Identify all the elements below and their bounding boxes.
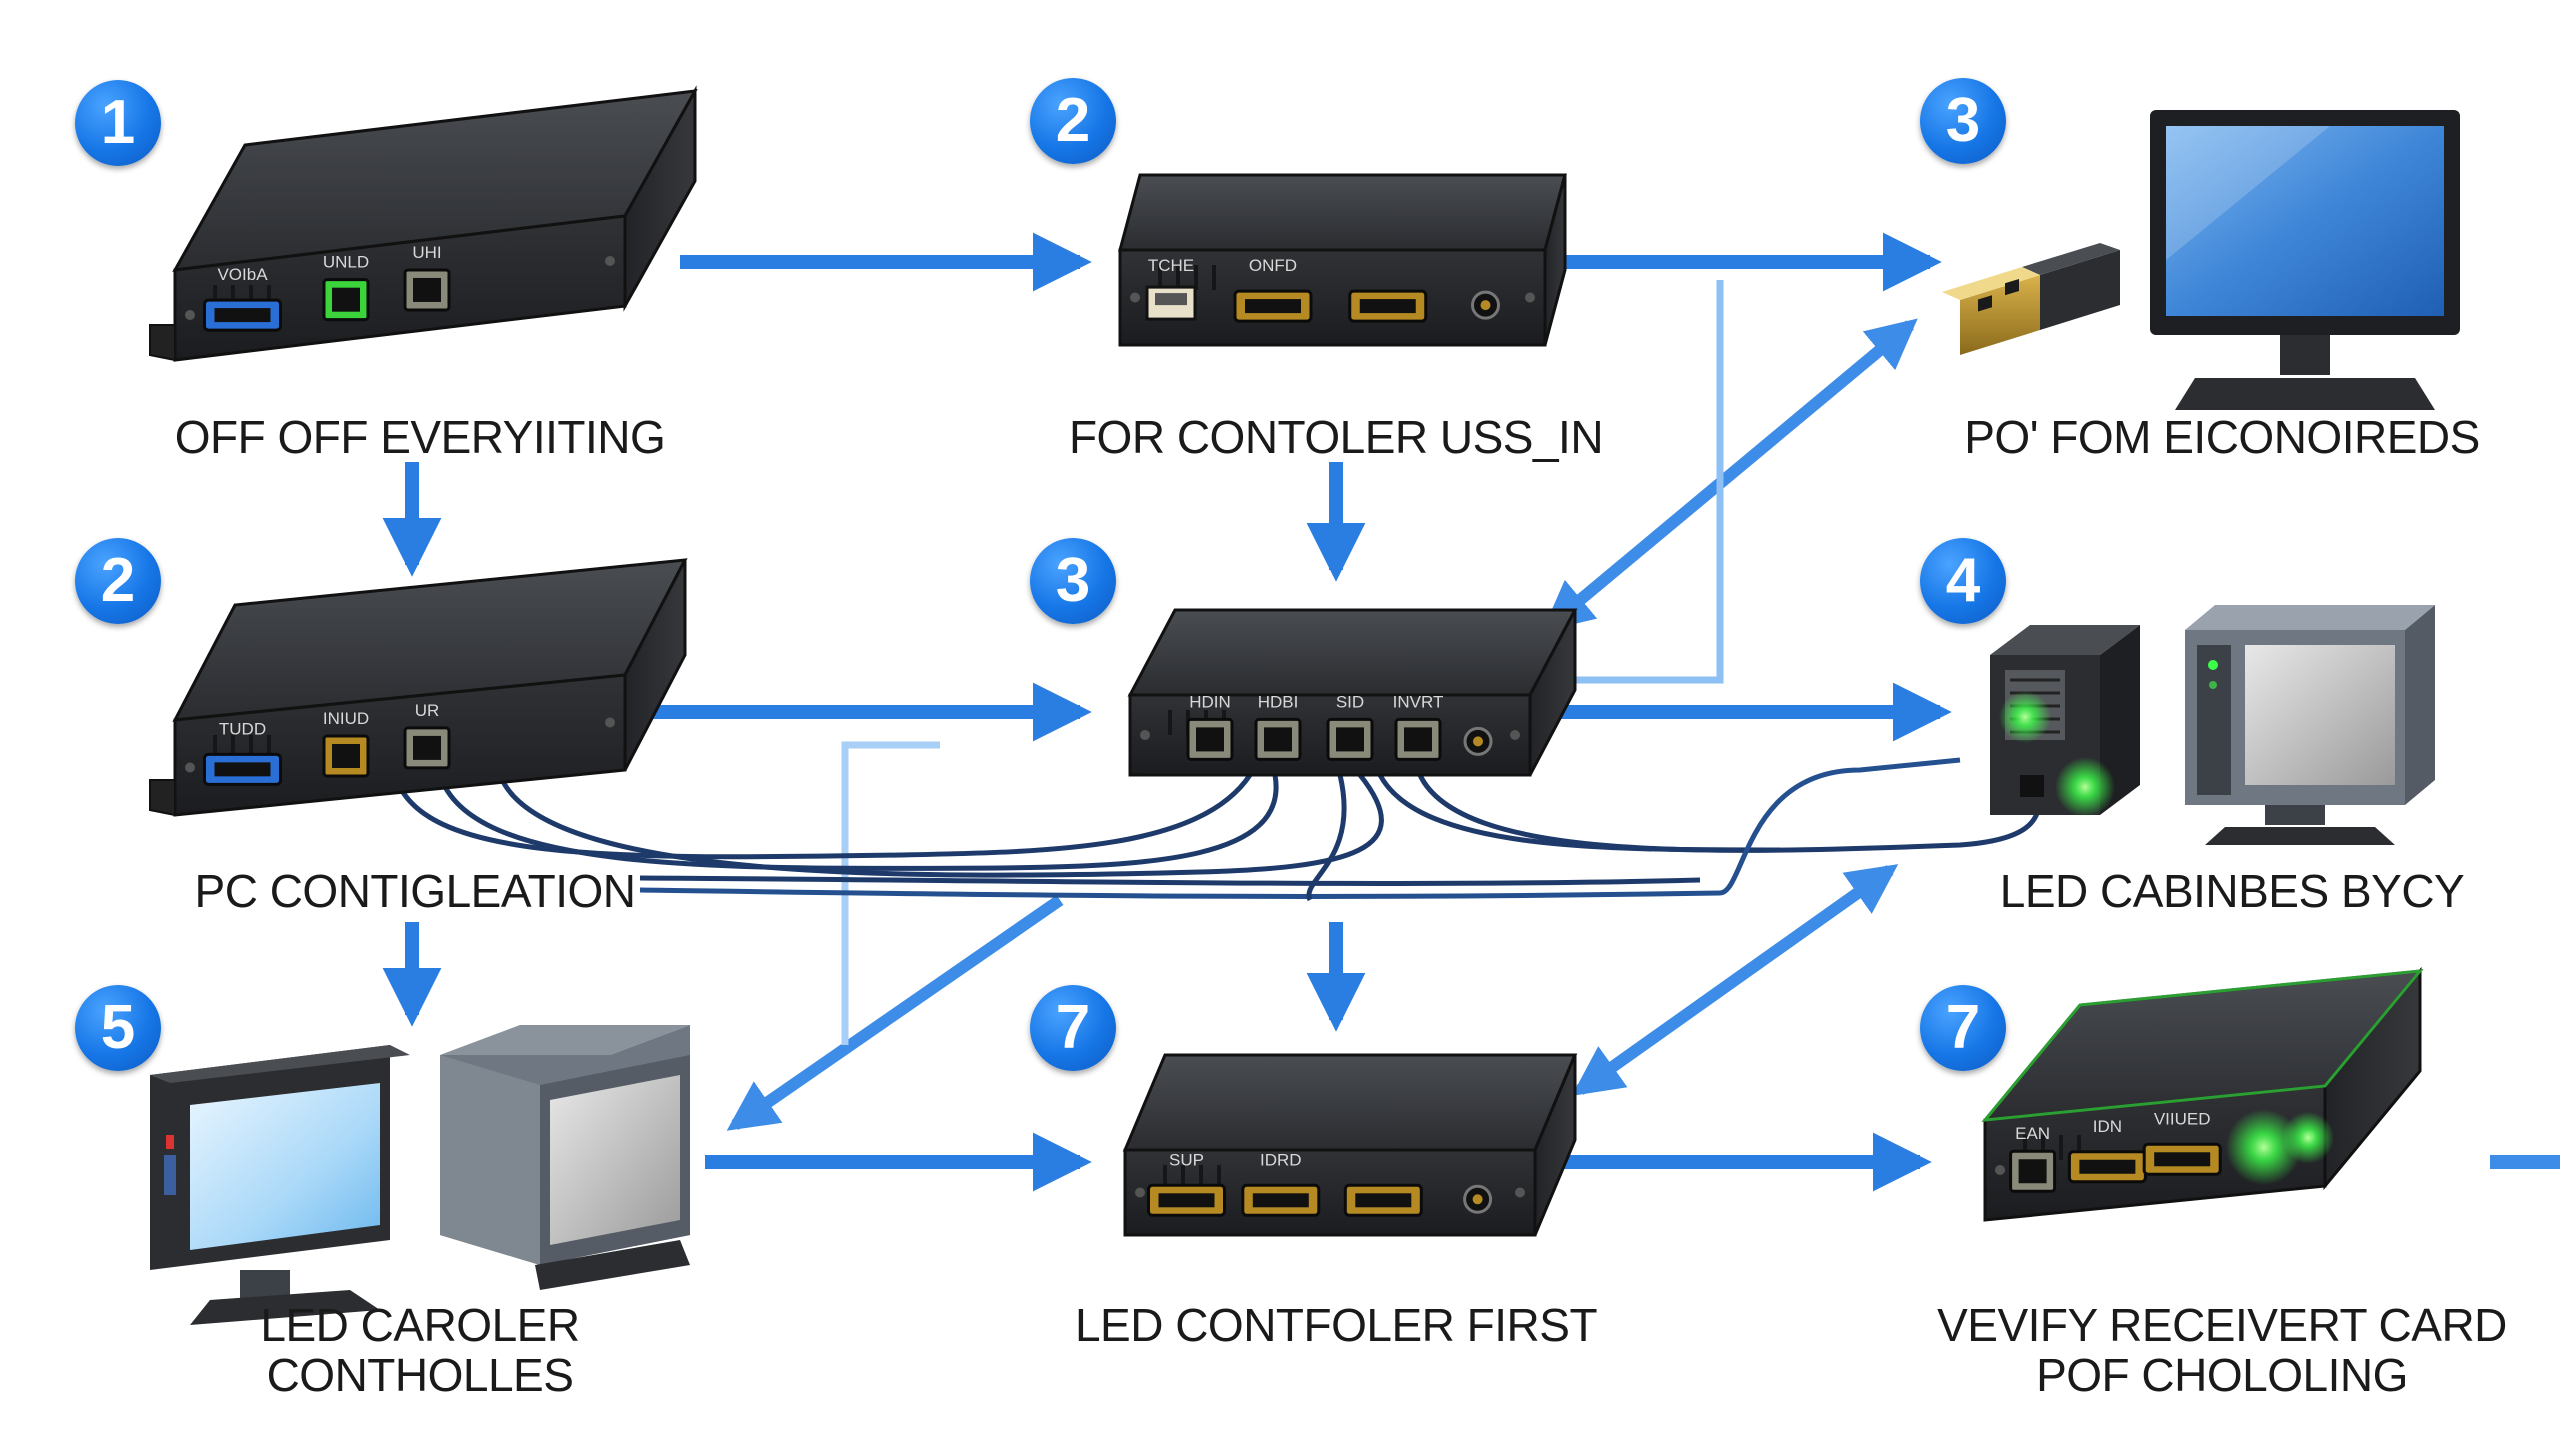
- port-rj45-icon: INVRT: [1393, 692, 1444, 761]
- port-label: UNLD: [323, 253, 369, 272]
- port-rj45-icon: HDIN: [1186, 692, 1234, 761]
- step-label-6: LED CABINBES BYCY: [1999, 865, 2465, 917]
- port-label: HDBI: [1258, 692, 1299, 711]
- device-box-4: TUDD INIUD UR: [149, 558, 688, 817]
- port-hdmi-icon: ONFD: [1233, 256, 1313, 323]
- cables: [392, 757, 2043, 902]
- port-label: EAN: [2015, 1124, 2050, 1143]
- port-hdmi-icon: VOIbA: [203, 265, 282, 332]
- step-badge-5: 3: [1030, 538, 1116, 624]
- port-hdmi-icon: [1343, 1183, 1423, 1217]
- port-rj45-icon: HDBI: [1254, 692, 1302, 761]
- port-hdmi-icon: [1348, 289, 1428, 323]
- arrows: [382, 232, 2560, 1192]
- port-label: SID: [1336, 692, 1364, 711]
- arrow-diag-lower: [1571, 864, 1899, 1096]
- port-hdmi-icon: IDN: [2067, 1117, 2147, 1184]
- port-rj45-icon: EAN: [2009, 1124, 2057, 1193]
- monitor-icon: [2150, 110, 2460, 410]
- port-rj45-icon: INIUD: [322, 709, 370, 778]
- port-label: UHI: [412, 243, 441, 262]
- arrow-diag-left: [726, 895, 1064, 1131]
- led-display-icon: [150, 1045, 410, 1325]
- port-label: UR: [415, 701, 440, 720]
- step-label-8: LED CONTFOLER FIRST: [1074, 1299, 1598, 1351]
- port-hdmi-icon: TUDD: [203, 719, 282, 786]
- device-box-2: TCHE ONFD: [1118, 173, 1567, 347]
- pc-tower-icon: [1990, 625, 2140, 817]
- step-badge-1: 1: [75, 80, 161, 166]
- port-label: VIIUED: [2154, 1109, 2211, 1128]
- step-badge-8: 7: [1030, 985, 1116, 1071]
- port-label: INIUD: [323, 709, 369, 728]
- controller-box-icon: [440, 1025, 690, 1290]
- port-rj45-icon: UNLD: [322, 253, 370, 322]
- step-label-1: OFF OFF EVERYIITING: [174, 411, 666, 463]
- port-jack-icon: [1463, 1184, 1493, 1214]
- device-box-8: SUP IDRD: [1122, 1053, 1578, 1237]
- step-label-4: PC CONTIGLEATION: [194, 865, 636, 917]
- light-connector-1: [1545, 280, 1724, 684]
- port-label: IDRD: [1260, 1150, 1302, 1169]
- step-label-2: FOR CONTOLER USS_IN: [1068, 411, 1604, 463]
- port-label: TCHE: [1148, 256, 1194, 275]
- port-label: INVRT: [1393, 692, 1444, 711]
- port-label: IDN: [2093, 1117, 2122, 1136]
- port-rj45-icon: SID: [1326, 692, 1374, 761]
- port-jack-icon: [1463, 726, 1493, 756]
- usb-dongle-icon: [1942, 243, 2120, 355]
- port-hdmi-icon: SUP: [1147, 1150, 1226, 1217]
- step-badge-7: 5: [75, 985, 161, 1071]
- step-badge-9: 7: [1920, 985, 2006, 1071]
- port-jack-icon: [1471, 290, 1500, 320]
- arrow-diag-upper: [1542, 318, 1918, 632]
- port-label: HDIN: [1189, 692, 1231, 711]
- device-box-9: EAN IDN VIIUED: [1981, 966, 2424, 1222]
- port-label: ONFD: [1249, 256, 1297, 275]
- port-hdmi-icon: VIIUED: [2142, 1109, 2222, 1176]
- server-monitor-icon: [2185, 605, 2435, 845]
- step-label-3: PO' FOM EICONOIREDS: [1964, 411, 2480, 463]
- step-badge-4: 2: [75, 538, 161, 624]
- port-usb-icon: TCHE: [1145, 256, 1197, 321]
- step-badge-6: 4: [1920, 538, 2006, 624]
- light-connector-2: [841, 741, 940, 1045]
- port-label: SUP: [1169, 1150, 1204, 1169]
- step-badge-2: 2: [1030, 78, 1116, 164]
- port-rj45-icon: UR: [403, 701, 451, 770]
- port-hdmi-icon: IDRD: [1241, 1150, 1321, 1217]
- port-label: TUDD: [219, 719, 266, 738]
- device-box-5: HDIN HDBI SID INVRT: [1127, 608, 1578, 777]
- device-box-1: VOIbA UNLD UHI: [149, 85, 698, 362]
- step-badge-3: 3: [1920, 78, 2006, 164]
- port-rj45-icon: UHI: [403, 243, 451, 312]
- port-label: VOIbA: [217, 265, 268, 284]
- devices: VOIbA UNLD UHI TCHE ONFD TUDD INIUD UR HDIN HDBI S…: [149, 85, 2424, 1237]
